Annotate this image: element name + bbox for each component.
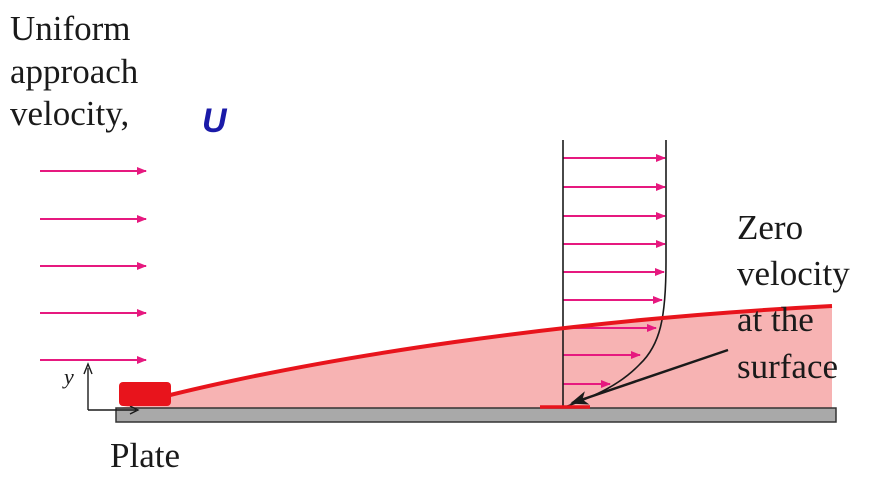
y-axis-label: y <box>64 364 74 389</box>
approach-velocity-arrows <box>40 167 147 364</box>
uniform-label-line-1: Uniform <box>10 9 131 48</box>
velocity-symbol-U: U <box>202 102 227 140</box>
boundary-layer-region <box>120 306 832 409</box>
zero-label-line-4: surface <box>737 346 839 386</box>
uniform-approach-velocity-label: Uniform approach velocity, <box>10 8 138 136</box>
leading-edge-marker <box>119 382 171 406</box>
boundary-layer-edge-curve <box>165 304 833 398</box>
zero-label-line-1: Zero <box>737 208 804 247</box>
plate <box>115 407 837 423</box>
plate-label: Plate <box>110 436 180 475</box>
uniform-label-line-2: approach <box>10 51 139 91</box>
uniform-label-line-3: velocity, <box>10 94 130 134</box>
zero-velocity-pointer-arrow <box>570 348 729 405</box>
zero-label-line-2: velocity <box>737 254 850 294</box>
zero-velocity-label: Zero velocity at the surface <box>737 205 850 390</box>
profile-velocity-arrows <box>563 154 666 388</box>
zero-label-line-3: at the <box>737 300 814 340</box>
axes <box>83 362 140 415</box>
